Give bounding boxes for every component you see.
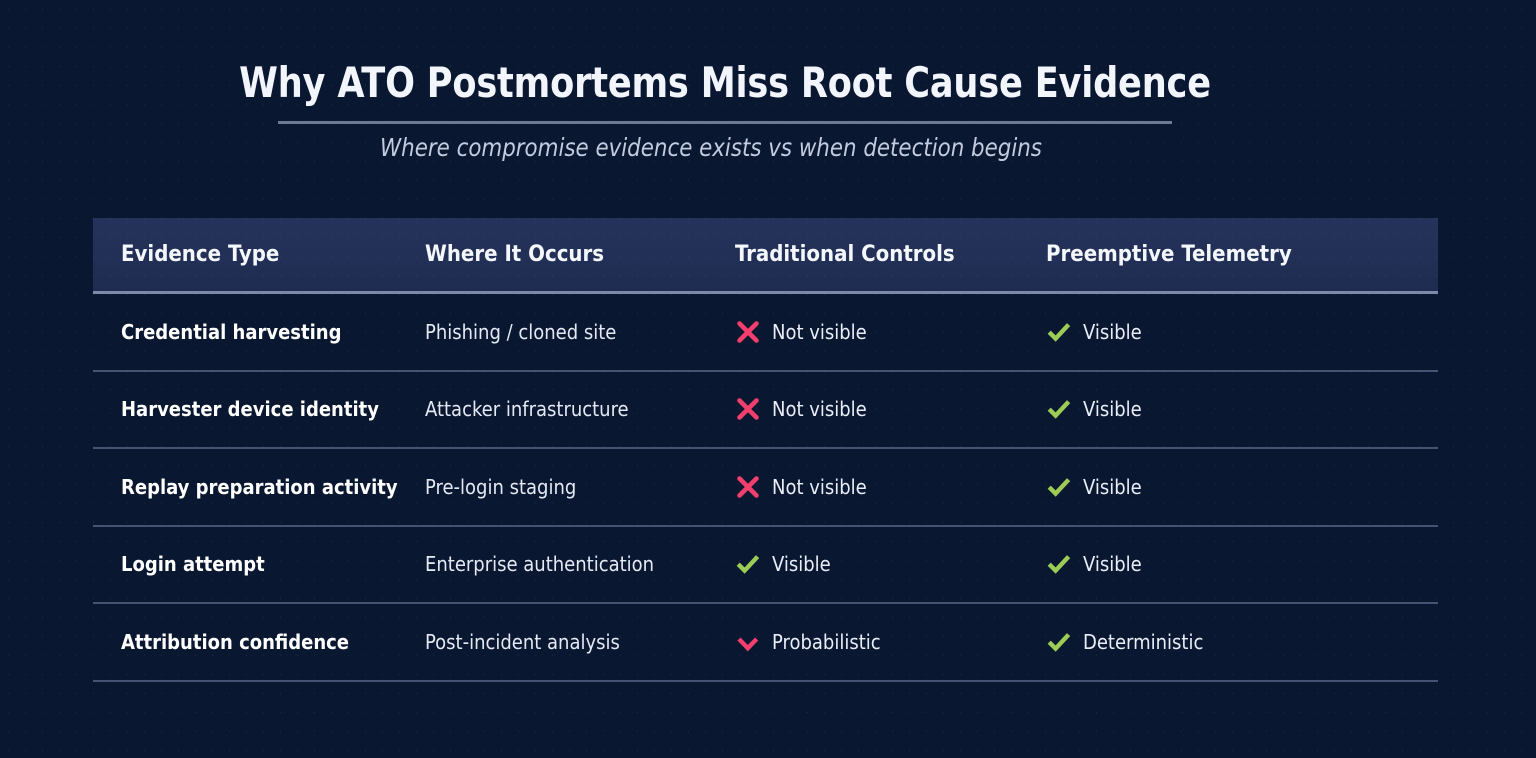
cell-evidence-type: Harvester device identity — [93, 397, 425, 421]
cell-preemptive-telemetry: Visible — [1046, 319, 1438, 345]
column-header-preemptive-telemetry: Preemptive Telemetry — [1046, 242, 1292, 267]
status-preemptive-telemetry: Visible — [1046, 319, 1438, 345]
cell-traditional-controls: Not visible — [735, 319, 1046, 345]
status-label: Visible — [1083, 552, 1142, 577]
cross-icon — [737, 475, 759, 498]
where-it-occurs-label: Phishing / cloned site — [425, 319, 617, 344]
cell-where-it-occurs: Attacker infrastructure — [425, 397, 735, 421]
where-it-occurs-label: Attacker infrastructure — [425, 397, 629, 422]
check-icon — [1047, 400, 1071, 420]
evidence-type-label: Credential harvesting — [121, 319, 342, 344]
column-header-traditional-controls: Traditional Controls — [735, 242, 955, 267]
evidence-type-label: Login attempt — [121, 552, 265, 577]
cross-icon — [737, 320, 759, 343]
status-traditional-controls: Not visible — [735, 474, 1046, 500]
status-label: Visible — [1083, 319, 1142, 344]
chevron-down-icon — [737, 637, 759, 652]
status-label: Not visible — [772, 474, 867, 499]
cell-traditional-controls: Not visible — [735, 474, 1046, 500]
page-title: Why ATO Postmortems Miss Root Cause Evid… — [239, 58, 1211, 107]
cell-where-it-occurs: Pre-login staging — [425, 475, 735, 499]
where-it-occurs-label: Enterprise authentication — [425, 552, 655, 577]
cell-preemptive-telemetry: Visible — [1046, 474, 1438, 500]
evidence-type-label: Replay preparation activity — [121, 474, 398, 499]
cell-evidence-type: Credential harvesting — [93, 320, 425, 344]
status-label: Visible — [772, 552, 831, 577]
status-traditional-controls: Not visible — [735, 319, 1046, 345]
status-label: Probabilistic — [772, 629, 881, 654]
table-header-row: Evidence Type Where It Occurs Traditiona… — [93, 218, 1438, 294]
column-header-evidence-type: Evidence Type — [121, 242, 280, 267]
check-icon — [1047, 477, 1071, 497]
table-row: Credential harvesting Phishing / cloned s… — [93, 294, 1438, 372]
table-row: Replay preparation activity Pre-login sta… — [93, 449, 1438, 527]
status-label: Deterministic — [1083, 629, 1204, 654]
evidence-comparison-table: Evidence Type Where It Occurs Traditiona… — [93, 218, 1438, 682]
status-label: Not visible — [772, 319, 867, 344]
cross-icon — [737, 398, 759, 421]
cell-where-it-occurs: Post-incident analysis — [425, 630, 735, 654]
check-icon — [1047, 322, 1071, 342]
cell-evidence-type: Login attempt — [93, 552, 425, 576]
title-divider — [278, 121, 1172, 124]
cell-where-it-occurs: Enterprise authentication — [425, 552, 735, 576]
cell-traditional-controls: Probabilistic — [735, 629, 1046, 655]
status-preemptive-telemetry: Visible — [1046, 474, 1438, 500]
status-preemptive-telemetry: Visible — [1046, 551, 1438, 577]
table-row: Harvester device identity Attacker infras… — [93, 372, 1438, 449]
cell-preemptive-telemetry: Deterministic — [1046, 629, 1438, 655]
check-icon — [1047, 555, 1071, 575]
table-row: Attribution confidence Post-incident anal… — [93, 604, 1438, 682]
cell-where-it-occurs: Phishing / cloned site — [425, 320, 735, 344]
status-preemptive-telemetry: Visible — [1046, 396, 1438, 422]
cell-evidence-type: Replay preparation activity — [93, 475, 425, 499]
where-it-occurs-label: Pre-login staging — [425, 474, 577, 499]
status-traditional-controls: Not visible — [735, 396, 1046, 422]
table-row: Login attempt Enterprise authentication Vi… — [93, 527, 1438, 604]
check-icon — [1047, 632, 1071, 652]
cell-preemptive-telemetry: Visible — [1046, 551, 1438, 577]
status-preemptive-telemetry: Deterministic — [1046, 629, 1438, 655]
status-label: Visible — [1083, 474, 1142, 499]
cell-preemptive-telemetry: Visible — [1046, 396, 1438, 422]
evidence-type-label: Harvester device identity — [121, 397, 379, 422]
evidence-type-label: Attribution confidence — [121, 629, 350, 654]
status-label: Visible — [1083, 397, 1142, 422]
cell-traditional-controls: Visible — [735, 551, 1046, 577]
column-header-where-it-occurs: Where It Occurs — [425, 242, 605, 267]
where-it-occurs-label: Post-incident analysis — [425, 629, 620, 654]
status-label: Not visible — [772, 397, 867, 422]
cell-evidence-type: Attribution confidence — [93, 630, 425, 654]
page-subtitle: Where compromise evidence exists vs when… — [380, 133, 1042, 162]
cell-traditional-controls: Not visible — [735, 396, 1046, 422]
status-traditional-controls: Visible — [735, 551, 1046, 577]
check-icon — [736, 555, 760, 575]
status-traditional-controls: Probabilistic — [735, 629, 1046, 655]
table-body: Credential harvesting Phishing / cloned s… — [93, 294, 1438, 682]
